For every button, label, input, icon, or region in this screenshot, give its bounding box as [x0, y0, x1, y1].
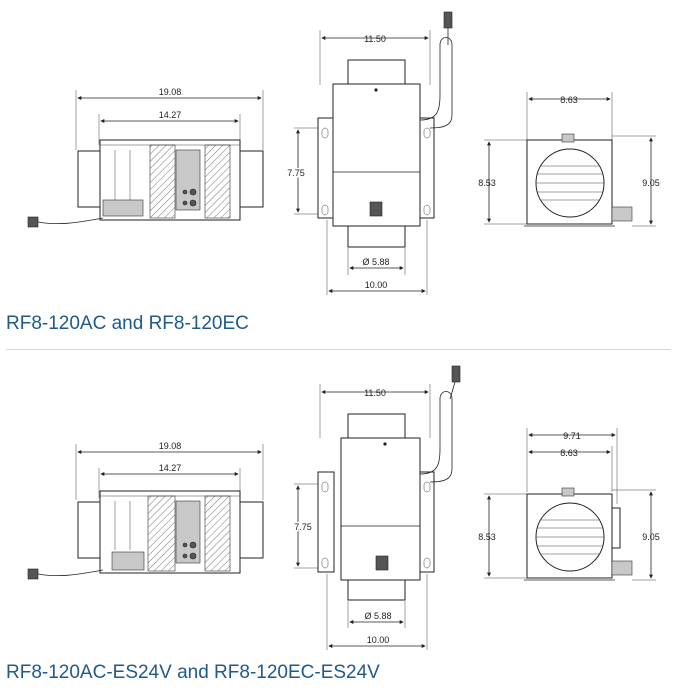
duct-collar-bottom	[347, 224, 406, 248]
fan-wheel	[149, 144, 176, 219]
power-cord-loop	[419, 391, 453, 483]
dim-end-width: 8.63	[560, 448, 578, 458]
dim-front-height: 7.75	[287, 168, 305, 178]
side-view: 19.08 14.27	[27, 441, 264, 580]
dim-end-height-right: 9.05	[642, 532, 660, 542]
filter-section	[204, 495, 231, 572]
side-fitting	[611, 206, 633, 222]
dim-base-width: 10.00	[365, 280, 388, 290]
model-caption-2: RF8-120AC-ES24V and RF8-120EC-ES24V	[6, 662, 380, 683]
model-caption-1: RF8-120AC and RF8-120EC	[6, 313, 249, 334]
electrical-box	[102, 199, 144, 217]
electrical-box	[111, 551, 145, 571]
dim-inner-length: 14.27	[159, 463, 182, 473]
dim-end-width: 8.63	[560, 95, 578, 105]
duct-collar-right	[237, 501, 264, 559]
technical-drawing-2: 19.08 14.27 11.5	[27, 365, 660, 650]
front-view: 11.50 7.75 Ø 5.88	[293, 365, 461, 650]
top-fitting	[561, 487, 575, 497]
power-cord	[37, 217, 104, 225]
end-view: 8.63 8.53 9.05	[478, 92, 660, 227]
duct-collar-left	[77, 501, 101, 559]
duct-collar-top	[347, 59, 406, 86]
duct-collar-right	[237, 150, 264, 208]
power-plug-icon	[27, 568, 39, 580]
power-plug-icon	[451, 365, 461, 383]
dim-overall-length: 19.08	[159, 441, 182, 451]
dim-end-height-right: 9.05	[642, 178, 660, 188]
model-section-1: 19.08 14.27	[0, 0, 675, 340]
mounting-bracket-left	[317, 471, 335, 573]
power-cord	[37, 569, 104, 577]
side-control-box	[611, 507, 621, 549]
motor-block	[175, 500, 201, 564]
dim-inner-length: 14.27	[159, 110, 182, 120]
model-section-2: 19.08 14.27 11.5	[0, 350, 675, 694]
dim-overall-length: 19.08	[159, 87, 182, 97]
duct-collar-left	[77, 150, 101, 208]
dim-end-height-left: 8.53	[478, 532, 496, 542]
technical-drawing-1: 19.08 14.27	[27, 11, 660, 295]
dim-end-height-left: 8.53	[478, 178, 496, 188]
side-view: 19.08 14.27	[27, 87, 264, 228]
dim-front-width: 11.50	[364, 388, 386, 398]
end-view: 9.71 8.63 8.53 9.05	[478, 428, 660, 581]
terminal-block	[369, 201, 383, 217]
power-cord-loop	[419, 37, 453, 129]
filter-section	[204, 144, 231, 219]
section-divider	[6, 349, 671, 350]
motor-block	[175, 149, 201, 211]
dim-front-height: 7.75	[294, 522, 312, 532]
power-plug-icon	[443, 11, 453, 29]
top-fitting	[561, 133, 575, 143]
fan-wheel	[147, 495, 176, 572]
duct-collar-top	[347, 413, 406, 440]
power-plug-icon	[27, 216, 39, 228]
dim-end-width-outer: 9.71	[563, 431, 581, 441]
mounting-bracket-left	[317, 117, 335, 219]
dim-front-width: 11.50	[364, 34, 386, 44]
terminal-block	[375, 555, 389, 571]
dim-base-width: 10.00	[367, 635, 390, 645]
side-fitting	[611, 560, 633, 576]
duct-collar-bottom	[347, 577, 406, 601]
dim-diameter: Ø 5.88	[364, 611, 391, 621]
dim-diameter: Ø 5.88	[362, 257, 389, 267]
front-view: 11.50 7.75	[286, 11, 453, 295]
